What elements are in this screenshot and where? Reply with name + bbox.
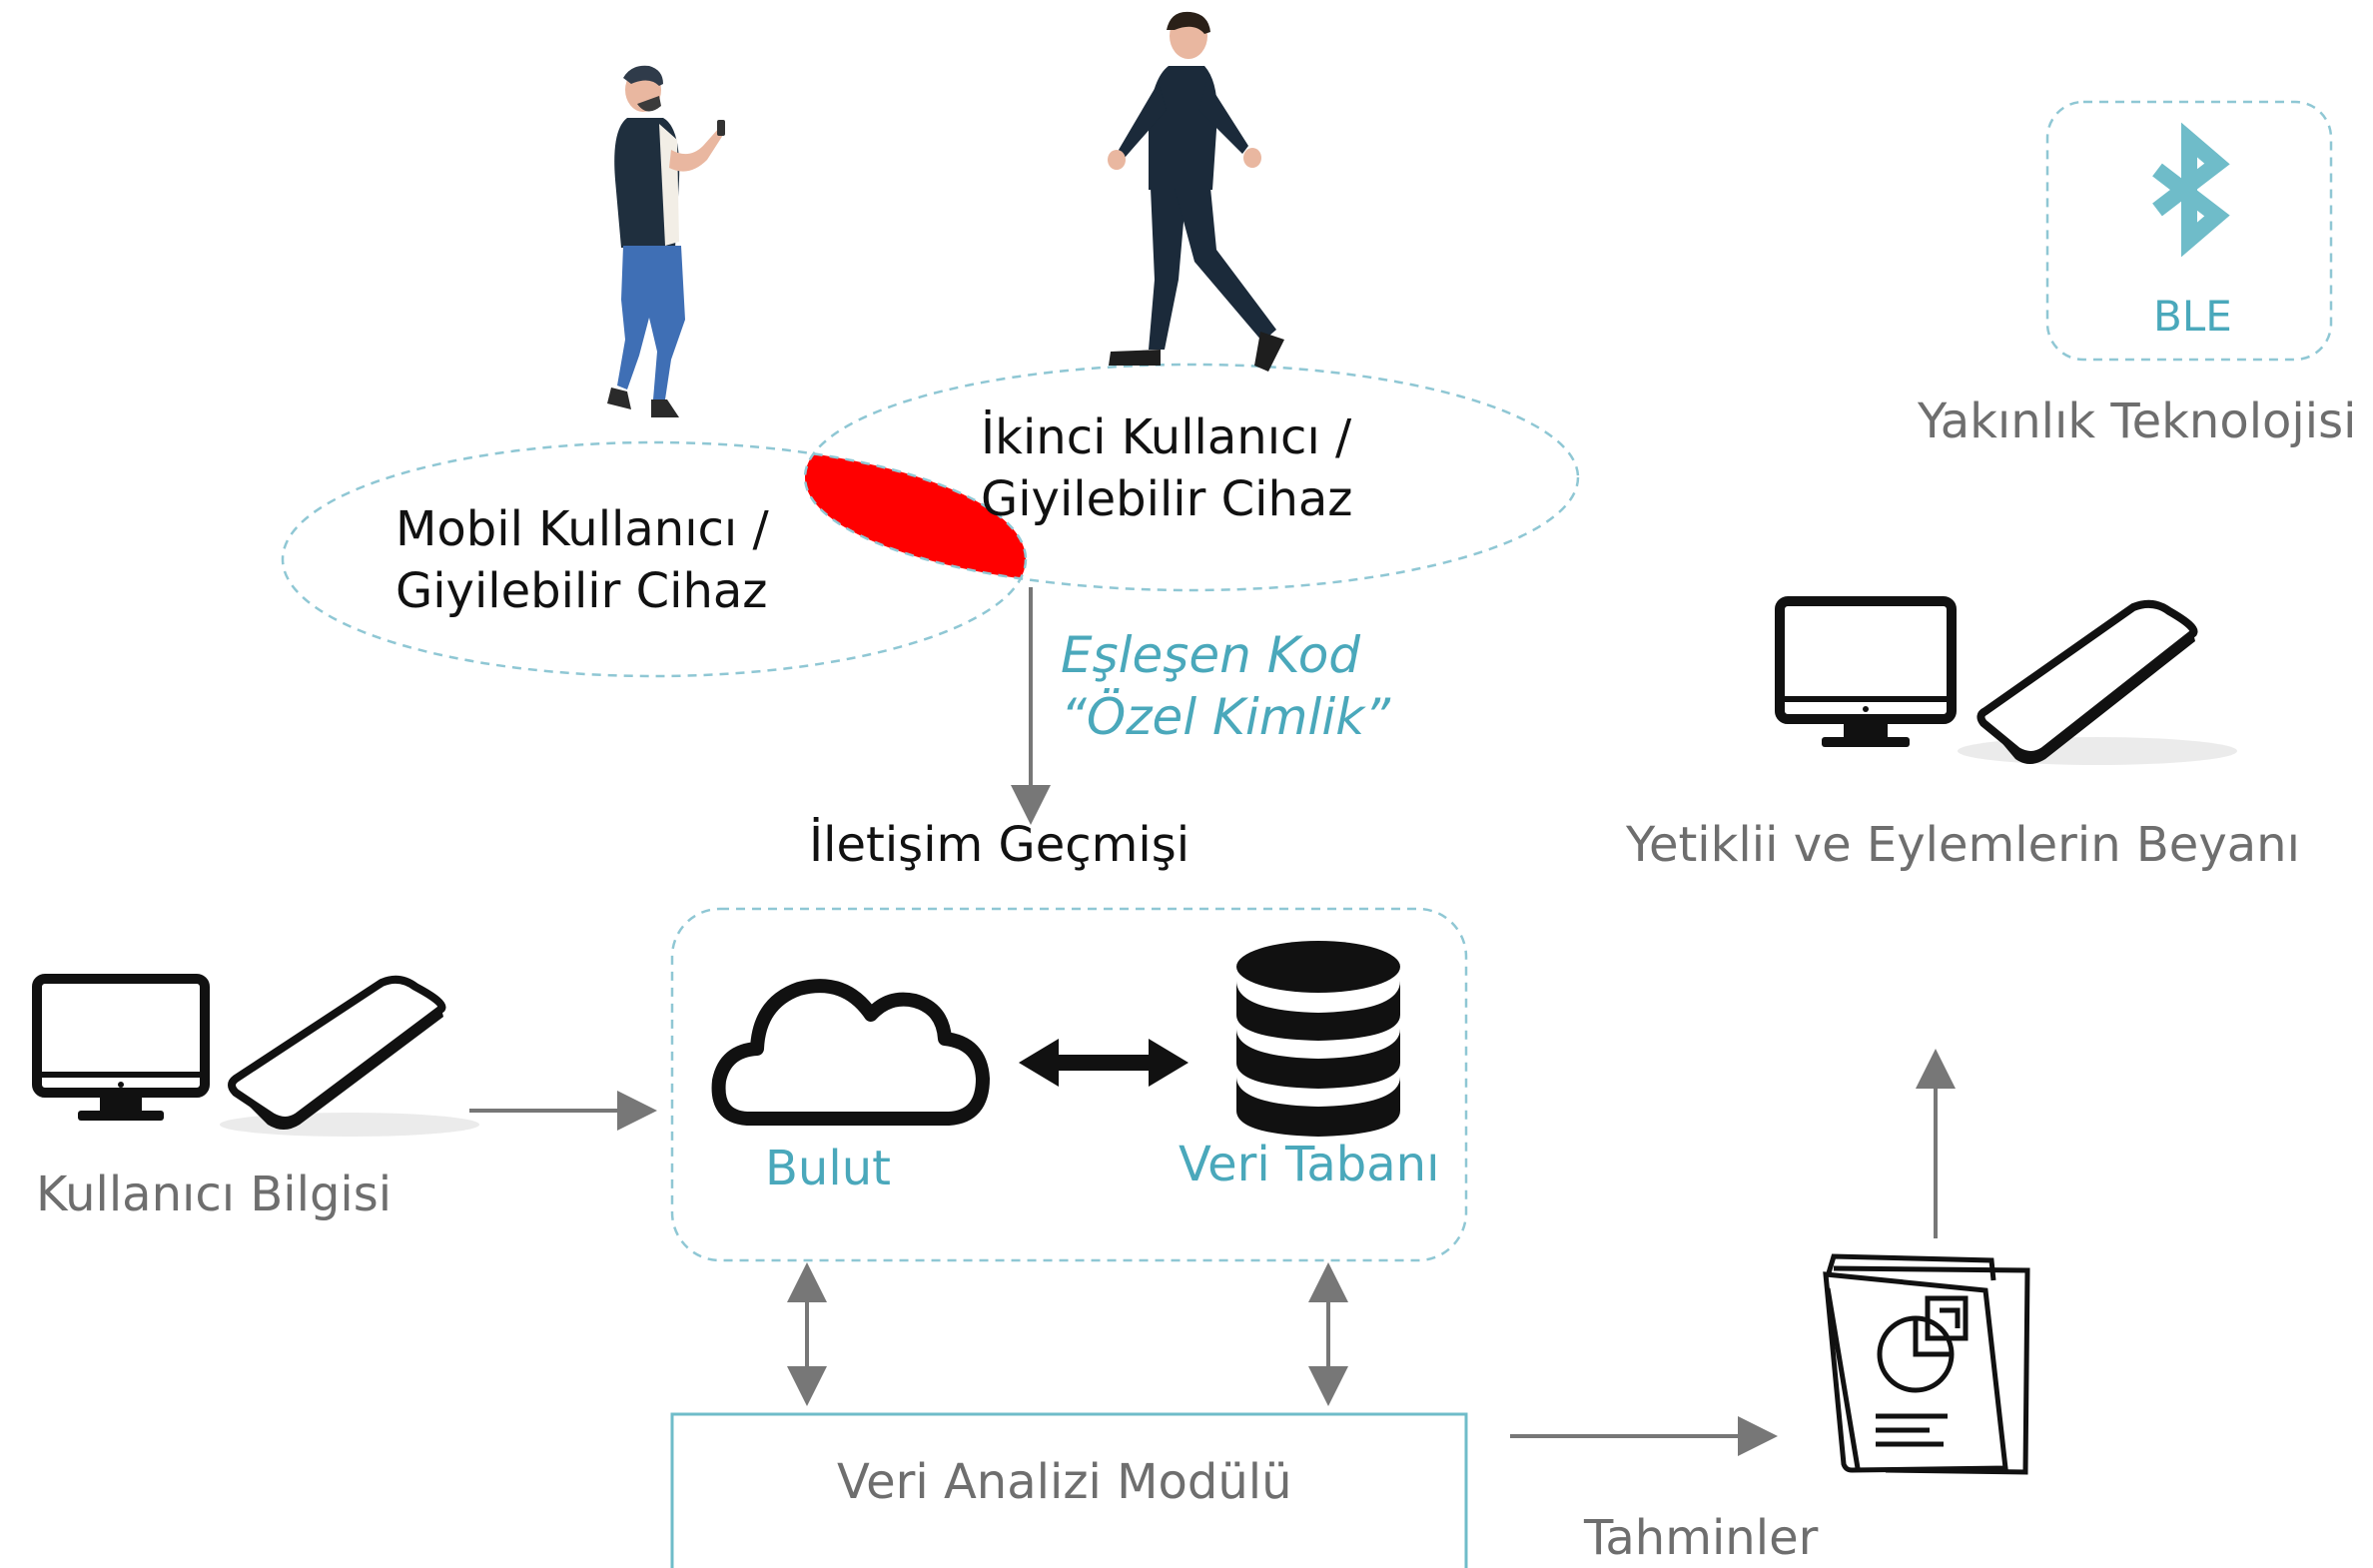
matching-code-label: Eşleşen Kod “Özel Kimlik” [1061, 625, 1390, 747]
declaration-label: Yetiklii ve Eylemlerin Beyanı [1626, 817, 2300, 873]
cloud-database-box [670, 907, 1468, 1262]
overlap-region [805, 442, 1026, 590]
report-document-icon [1823, 1253, 2030, 1475]
mobile-user-label-line2: Giyilebilir Cihaz [396, 562, 768, 619]
database-label: Veri Tabanı [1179, 1137, 1440, 1192]
double-arrow-icon [1019, 1039, 1188, 1087]
communication-history-label: İletişim Geçmişi [809, 817, 1190, 873]
person-with-phone-icon [607, 65, 725, 417]
bluetooth-icon [2152, 122, 2230, 258]
proximity-technology-label: Yakınlık Teknolojisi [1918, 393, 2357, 449]
mobile-user-range-ellipse [281, 440, 1028, 678]
matching-code-line1: Eşleşen Kod [1061, 626, 1361, 684]
mobile-user-label: Mobil Kullanıcı / Giyilebilir Cihaz [396, 501, 769, 620]
second-user-label-line2: Giyilebilir Cihaz [981, 470, 1353, 527]
second-user-label: İkinci Kullanıcı / Giyilebilir Cihaz [981, 409, 1353, 528]
monitor-icon [1775, 596, 1957, 747]
ble-box [2045, 100, 2333, 362]
monitor-icon [32, 974, 210, 1121]
cloud-icon [711, 979, 990, 1126]
walking-person-icon [1108, 11, 1284, 372]
smartphone-icon [220, 975, 479, 1137]
second-user-range-ellipse [803, 363, 1580, 592]
ble-label: BLE [2153, 292, 2232, 341]
database-icon [1236, 941, 1400, 1137]
cloud-label: Bulut [765, 1141, 891, 1196]
user-info-label: Kullanıcı Bilgisi [36, 1167, 393, 1222]
analysis-module-label: Veri Analizi Modülü [837, 1454, 1292, 1510]
predictions-label: Tahminler [1584, 1510, 1819, 1566]
analysis-module-box [670, 1412, 1468, 1568]
smartphone-icon [1958, 599, 2237, 765]
mobile-user-label-line1: Mobil Kullanıcı / [396, 501, 769, 557]
matching-code-line2: “Özel Kimlik” [1061, 688, 1391, 746]
second-user-label-line1: İkinci Kullanıcı / [981, 409, 1352, 465]
